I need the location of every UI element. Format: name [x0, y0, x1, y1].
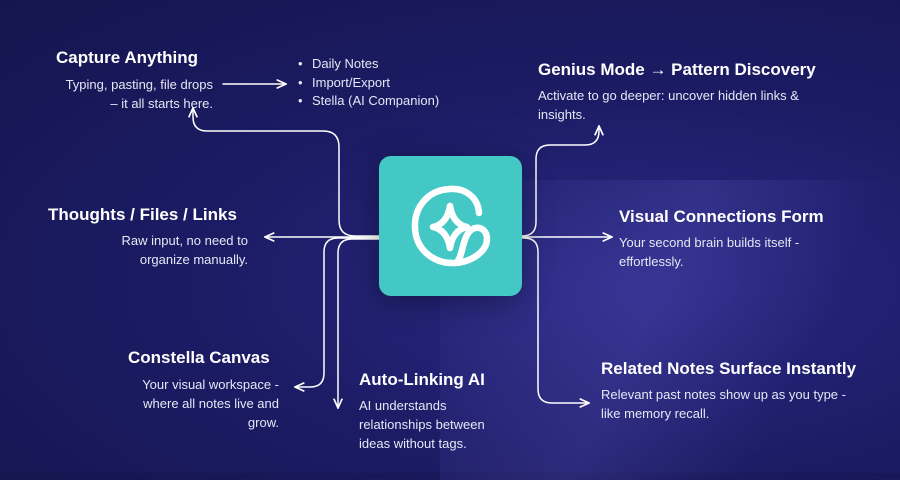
capture-desc: Typing, pasting, file drops – it all sta… [30, 75, 213, 113]
canvas-desc-line-1: Your visual workspace - [142, 377, 279, 392]
genius-desc-line-1: Activate to go deeper: uncover hidden li… [538, 88, 799, 103]
genius-title: Genius Mode → Pattern Discovery [538, 60, 816, 79]
capture-desc-line-1: Typing, pasting, file drops [65, 77, 213, 92]
genius-node: Genius Mode → Pattern Discovery Activate… [538, 60, 816, 124]
center-to-canvas-arrow [296, 237, 380, 387]
visual-desc-line-1: Your second brain builds itself - [619, 235, 800, 250]
thoughts-title: Thoughts / Files / Links [48, 205, 237, 224]
list-item: Import/Export [296, 74, 439, 93]
capture-title: Capture Anything [56, 48, 198, 67]
visual-node: Visual Connections Form Your second brai… [619, 207, 824, 271]
canvas-desc-line-2: where all notes live and [143, 396, 279, 411]
capture-source-list: Daily Notes Import/Export Stella (AI Com… [296, 55, 439, 111]
autolink-desc-line-2: relationships between [359, 417, 485, 432]
constella-logo-icon [411, 185, 491, 267]
canvas-desc-line-3: grow. [247, 415, 279, 430]
visual-desc-line-2: effortlessly. [619, 254, 684, 269]
center-to-genius-arrow [521, 127, 599, 237]
visual-title: Visual Connections Form [619, 207, 824, 226]
autolink-node: Auto-Linking AI AI understands relations… [359, 370, 485, 453]
canvas-node: Constella Canvas [128, 348, 270, 368]
related-desc-line-1: Relevant past notes show up as you type … [601, 387, 846, 402]
related-desc-line-2: like memory recall. [601, 406, 710, 421]
autolink-title: Auto-Linking AI [359, 370, 485, 389]
canvas-title: Constella Canvas [128, 348, 270, 367]
autolink-desc-line-3: ideas without tags. [359, 436, 467, 451]
related-node: Related Notes Surface Instantly Relevant… [601, 359, 856, 423]
thoughts-desc-line-2: organize manually. [139, 252, 248, 267]
genius-desc-line-2: insights. [538, 107, 586, 122]
capture-node: Capture Anything [56, 48, 198, 68]
thoughts-node: Thoughts / Files / Links [48, 205, 237, 225]
capture-desc-line-2: – it all starts here. [110, 96, 213, 111]
list-item: Stella (AI Companion) [296, 92, 439, 111]
center-logo-tile [379, 156, 522, 296]
canvas-desc: Your visual workspace - where all notes … [90, 375, 279, 432]
autolink-desc-line-1: AI understands [359, 398, 447, 413]
thoughts-desc-line-1: Raw input, no need to [121, 233, 248, 248]
center-to-capture-arrow [193, 109, 380, 237]
list-item: Daily Notes [296, 55, 439, 74]
center-to-related-arrow [521, 237, 588, 403]
center-to-autolink-arrow [338, 238, 380, 407]
thoughts-desc: Raw input, no need to organize manually. [60, 231, 248, 269]
related-title: Related Notes Surface Instantly [601, 359, 857, 378]
